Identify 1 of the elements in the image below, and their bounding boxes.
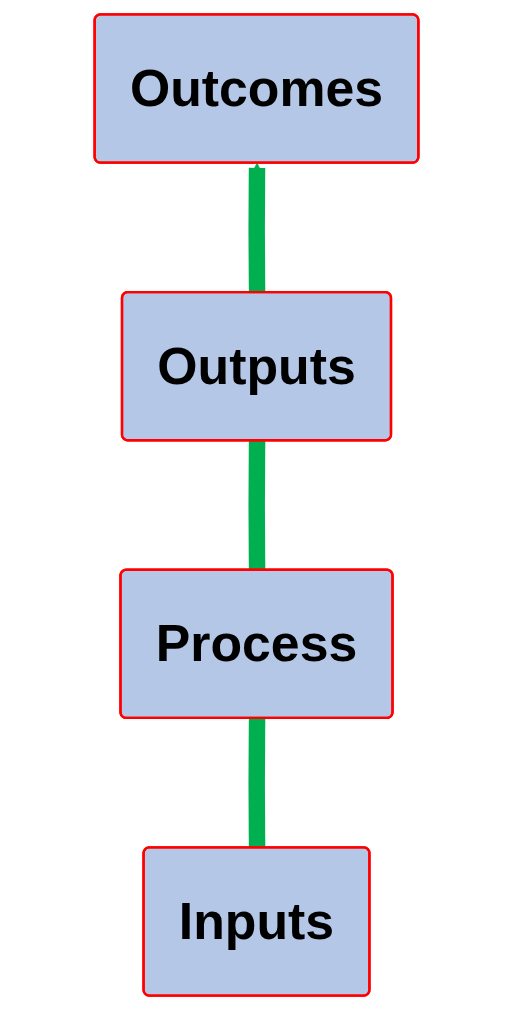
arrow: [248, 162, 266, 293]
